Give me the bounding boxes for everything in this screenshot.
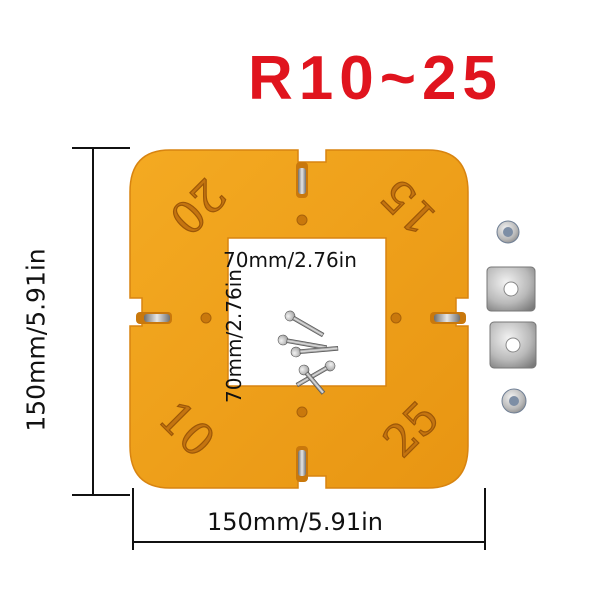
dimension-line-left (72, 147, 130, 496)
accessory-square-washer-2 (489, 321, 537, 369)
accessory-square-washer-1 (486, 266, 536, 312)
inner-width-label: 70mm/2.76in (223, 248, 357, 272)
accessory-small-screw-top (496, 220, 520, 244)
pin-bottom (298, 450, 306, 476)
pin-left (144, 314, 170, 322)
accessory-small-screw-bottom (501, 388, 527, 414)
pin-top (298, 168, 306, 194)
inner-height-label: 70mm/2.76in (222, 269, 246, 403)
router-template-plate: 20 15 10 25 (129, 149, 469, 489)
dimension-line-bottom (132, 488, 486, 550)
screws-pile (277, 310, 339, 395)
outer-width-label: 150mm/5.91in (207, 508, 383, 536)
outer-height-label: 150mm/5.91in (21, 248, 51, 432)
title-radius-range: R10~25 (248, 44, 503, 113)
pin-right (434, 314, 460, 322)
